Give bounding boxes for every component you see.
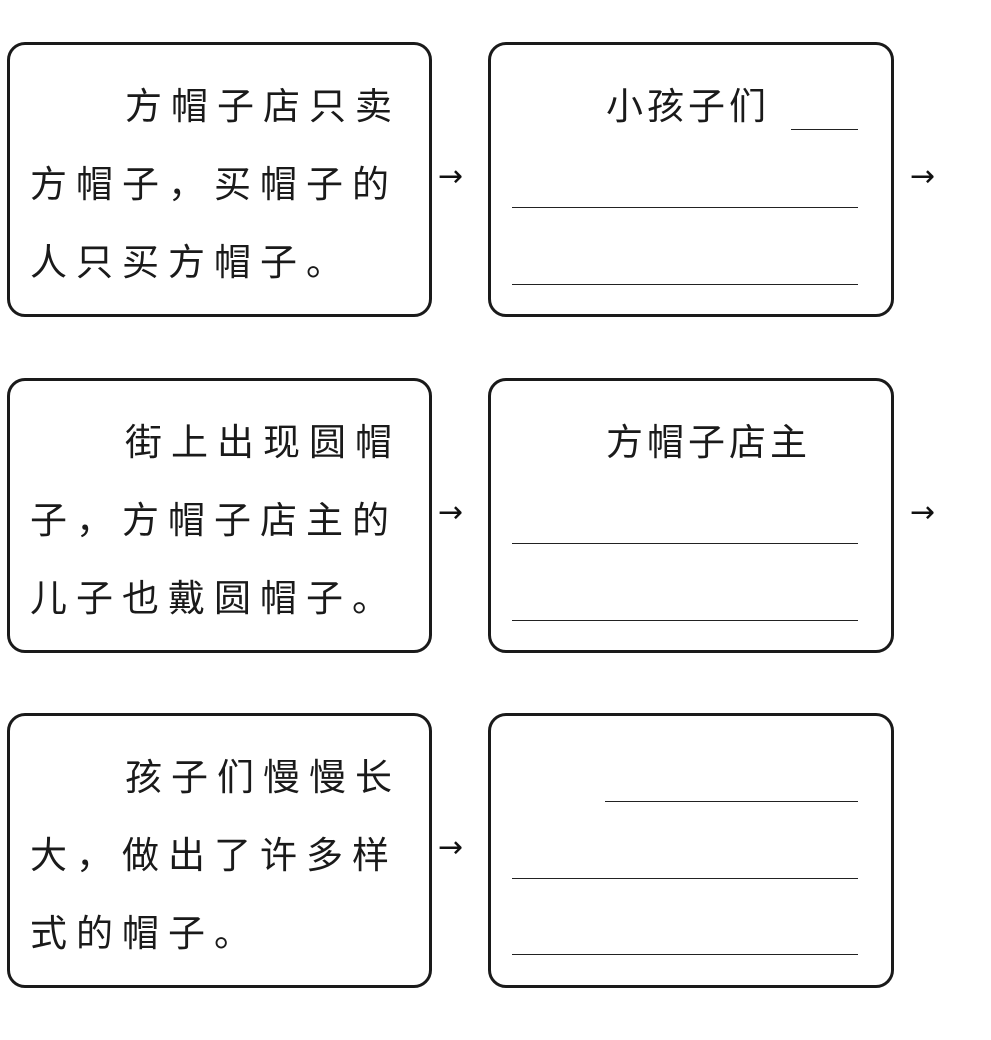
answer-box-3 xyxy=(488,713,894,988)
answer-prompt: 小孩子们 xyxy=(606,85,770,128)
answer-blank[interactable] xyxy=(605,801,858,802)
next-arrow-icon: → xyxy=(910,495,936,530)
story-row-1: 方帽子店只卖 方帽子，买帽子的 人只买方帽子。 → 小孩子们 → xyxy=(0,42,991,317)
arrow-icon: → xyxy=(438,830,464,865)
story-line: 方帽子店只卖 xyxy=(125,85,401,128)
story-line: 式的帽子。 xyxy=(30,912,260,955)
answer-blank[interactable] xyxy=(512,620,858,621)
story-box-1: 方帽子店只卖 方帽子，买帽子的 人只买方帽子。 xyxy=(7,42,432,317)
answer-box-1: 小孩子们 xyxy=(488,42,894,317)
answer-prompt: 方帽子店主 xyxy=(606,421,811,464)
answer-blank[interactable] xyxy=(512,954,858,955)
story-box-3: 孩子们慢慢长 大，做出了许多样 式的帽子。 xyxy=(7,713,432,988)
answer-blank[interactable] xyxy=(512,878,858,879)
answer-blank[interactable] xyxy=(512,207,858,208)
next-arrow-icon: → xyxy=(910,159,936,194)
story-line: 大，做出了许多样 xyxy=(30,834,398,877)
story-box-2: 街上出现圆帽 子，方帽子店主的 儿子也戴圆帽子。 xyxy=(7,378,432,653)
arrow-icon: → xyxy=(438,495,464,530)
story-line: 孩子们慢慢长 xyxy=(125,756,401,799)
story-row-3: 孩子们慢慢长 大，做出了许多样 式的帽子。 → xyxy=(0,713,991,988)
story-row-2: 街上出现圆帽 子，方帽子店主的 儿子也戴圆帽子。 → 方帽子店主 → xyxy=(0,378,991,653)
story-line: 街上出现圆帽 xyxy=(125,421,401,464)
answer-blank[interactable] xyxy=(512,543,858,544)
answer-blank[interactable] xyxy=(512,284,858,285)
story-line: 子，方帽子店主的 xyxy=(30,499,398,542)
story-line: 方帽子，买帽子的 xyxy=(30,163,398,206)
answer-box-2: 方帽子店主 xyxy=(488,378,894,653)
story-line: 儿子也戴圆帽子。 xyxy=(30,577,398,620)
arrow-icon: → xyxy=(438,159,464,194)
story-line: 人只买方帽子。 xyxy=(30,241,352,284)
answer-blank[interactable] xyxy=(791,129,858,130)
